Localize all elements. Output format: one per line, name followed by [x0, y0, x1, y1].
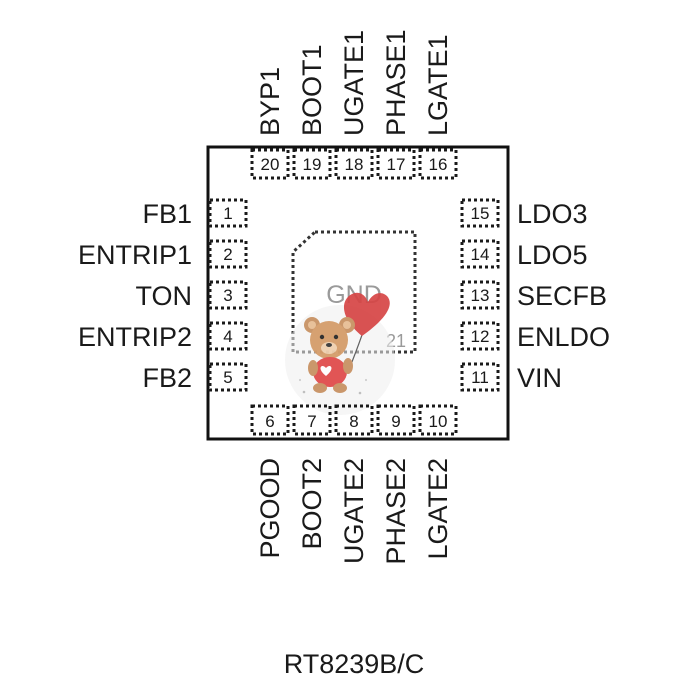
pin-4: 4 ENTRIP2 — [78, 321, 248, 352]
pin-10: 10 LGATE2 — [418, 404, 458, 560]
pin-2: 2 ENTRIP1 — [78, 239, 248, 270]
pin-number: 12 — [471, 327, 490, 346]
pin-name: PGOOD — [255, 458, 285, 559]
pin-name: BOOT2 — [297, 458, 327, 550]
pin-18: 18 UGATE1 — [334, 30, 374, 180]
pin-1: 1 FB1 — [142, 198, 248, 229]
part-number: RT8239B/C — [284, 649, 425, 679]
pin-number: 16 — [429, 155, 448, 174]
pin-20: 20 BYP1 — [250, 67, 290, 180]
pin-name: FB1 — [142, 199, 192, 229]
pin-name: TON — [135, 281, 192, 311]
pin-8: 8 UGATE2 — [334, 404, 374, 564]
pin-number: 2 — [223, 245, 232, 264]
top-pins: 20 BYP1 19 BOOT1 18 UGATE1 17 PHASE1 16 … — [250, 29, 458, 180]
pin-name: BOOT1 — [297, 44, 327, 136]
pin-17: 17 PHASE1 — [376, 29, 416, 180]
pin-number: 3 — [223, 286, 232, 305]
right-pins: 15 LDO3 14 LDO5 13 SECFB 12 ENLDO 11 VIN — [460, 198, 610, 393]
pin-3: 3 TON — [135, 280, 248, 311]
pin-name: SECFB — [517, 281, 607, 311]
pin-11: 11 VIN — [460, 362, 562, 393]
pin-7: 7 BOOT2 — [292, 404, 332, 550]
bear-with-heart-balloon-icon — [298, 292, 390, 395]
pin-19: 19 BOOT1 — [292, 44, 332, 180]
pin-number: 4 — [223, 327, 232, 346]
pin-number: 7 — [307, 412, 316, 431]
pin-name: FB2 — [142, 363, 192, 393]
pin-name: ENTRIP2 — [78, 322, 192, 352]
pin-16: 16 LGATE1 — [418, 34, 458, 180]
pin-number: 20 — [261, 155, 280, 174]
pin-name: LGATE1 — [423, 34, 453, 136]
pin-number: 19 — [303, 155, 322, 174]
pin-12: 12 ENLDO — [460, 321, 610, 352]
pin-number: 13 — [471, 286, 490, 305]
pin-5: 5 FB2 — [142, 362, 248, 393]
pin-number: 6 — [265, 412, 274, 431]
pin-name: BYP1 — [255, 67, 285, 136]
left-pins: 1 FB1 2 ENTRIP1 3 TON 4 ENTRIP2 5 FB2 — [78, 198, 248, 393]
pin-number: 11 — [471, 368, 489, 387]
pin-name: ENTRIP1 — [78, 240, 192, 270]
pin-name: UGATE2 — [339, 458, 369, 564]
pin-name: PHASE2 — [381, 458, 411, 565]
pin-name: LDO5 — [517, 240, 588, 270]
pin-number: 1 — [223, 204, 232, 223]
pin-number: 18 — [345, 155, 364, 174]
pin-13: 13 SECFB — [460, 280, 607, 311]
pin-6: 6 PGOOD — [250, 404, 290, 559]
pin-number: 17 — [387, 155, 406, 174]
pin-number: 10 — [429, 412, 448, 431]
pin-number: 5 — [223, 368, 232, 387]
pin-name: LGATE2 — [423, 458, 453, 560]
pin-name: VIN — [517, 363, 562, 393]
pin-number: 15 — [471, 204, 490, 223]
pin-name: ENLDO — [517, 322, 610, 352]
package-body — [206, 145, 510, 441]
pin-name: LDO3 — [517, 199, 588, 229]
pin-name: PHASE1 — [381, 29, 411, 136]
pin-15: 15 LDO3 — [460, 198, 588, 229]
pin-name: UGATE1 — [339, 30, 369, 136]
bottom-pins: 6 PGOOD 7 BOOT2 8 UGATE2 9 PHASE2 10 LGA… — [250, 404, 458, 565]
pin-9: 9 PHASE2 — [376, 404, 416, 565]
pin-number: 9 — [391, 412, 400, 431]
pin-14: 14 LDO5 — [460, 239, 588, 270]
pin-number: 8 — [349, 412, 358, 431]
exposed-pad-outline — [291, 230, 417, 354]
pin-number: 14 — [471, 245, 490, 264]
